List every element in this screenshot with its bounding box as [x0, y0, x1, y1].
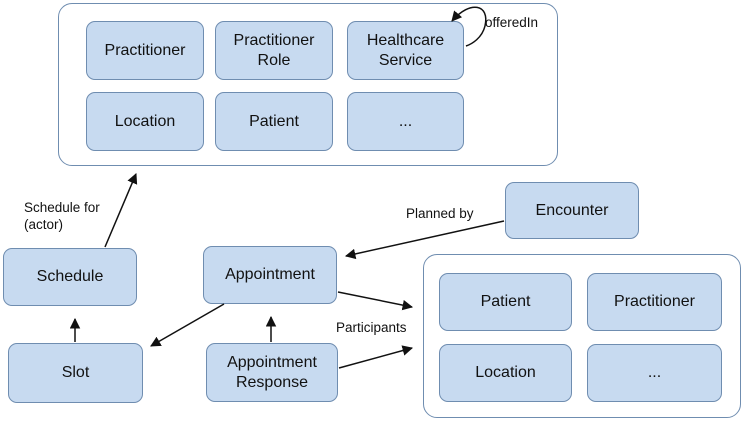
- participants-label: Participants: [336, 320, 407, 335]
- schedule-for-edge: [104, 173, 138, 248]
- appointment-to-slot-edge: [150, 303, 225, 347]
- participant-practitioner-node: Practitioner: [587, 273, 722, 331]
- appointment-node: Appointment: [203, 246, 337, 304]
- planned-by-edge: [344, 220, 505, 260]
- response-participants-edge: [338, 345, 414, 369]
- participant-patient-node: Patient: [439, 273, 572, 331]
- slot-node: Slot: [8, 343, 143, 403]
- participant-location-node: Location: [439, 344, 572, 402]
- encounter-node: Encounter: [505, 182, 639, 239]
- schedule-for-label: Schedule for (actor): [24, 200, 100, 232]
- appointment-response-node: Appointment Response: [206, 343, 338, 402]
- planned-by-label: Planned by: [406, 206, 474, 221]
- more-resources-node: ...: [347, 92, 464, 151]
- participant-more-node: ...: [587, 344, 722, 402]
- offered-in-label: offeredIn: [485, 15, 539, 30]
- healthcare-service-node: Healthcare Service: [347, 21, 464, 80]
- location-node: Location: [86, 92, 204, 151]
- schedule-node: Schedule: [3, 248, 137, 306]
- practitioner-role-node: Practitioner Role: [215, 21, 333, 80]
- patient-node: Patient: [215, 92, 333, 151]
- appointment-participants-edge: [337, 291, 414, 311]
- practitioner-node: Practitioner: [86, 21, 204, 80]
